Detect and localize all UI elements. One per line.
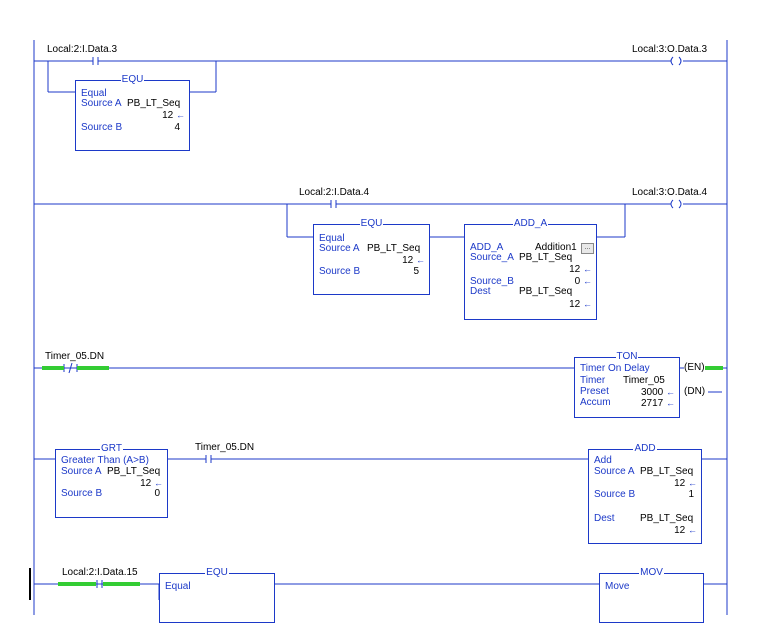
value-arrow-icon: ← [583, 264, 592, 274]
instruction-title: EQU [120, 74, 145, 85]
source-a-value: 12 ← [402, 255, 425, 266]
energized-wire [42, 366, 64, 370]
instruction-title: EQU [359, 218, 384, 229]
instruction-title: ADD_A [512, 218, 549, 229]
instruction-title: MOV [639, 567, 664, 578]
contact-tag[interactable]: Local:2:I.Data.15 [62, 567, 138, 578]
instance-value[interactable]: Addition1 [535, 242, 577, 253]
contact-tag[interactable]: Timer_05.DN [195, 442, 255, 453]
source-b-value[interactable]: 4 [174, 122, 180, 133]
dest-tag[interactable]: PB_LT_Seq [519, 286, 573, 297]
value-arrow-icon: ← [583, 276, 592, 286]
source-b-label: Source B [81, 122, 123, 133]
source-b-value[interactable]: 1 [688, 489, 694, 500]
source-a-tag[interactable]: PB_LT_Seq [519, 252, 573, 263]
accum-label: Accum [580, 397, 611, 408]
source-a-label: Source_A [470, 252, 514, 263]
equ-instruction[interactable]: EQU Equal [159, 567, 275, 623]
en-output-coil: (EN) [684, 362, 705, 374]
instruction-title: ADD [633, 443, 657, 454]
dest-value: 12 ← [674, 525, 697, 536]
instruction-desc: Timer On Delay [580, 363, 650, 374]
instruction-title: EQU [205, 567, 229, 578]
preset-label: Preset [580, 386, 609, 397]
coil-tag[interactable]: Local:3:O.Data.3 [632, 44, 708, 55]
contact-tag[interactable]: Local:2:I.Data.4 [299, 187, 370, 198]
rung-1 [34, 56, 727, 93]
energized-wire [103, 582, 140, 586]
source-a-value: 12 ← [140, 478, 163, 489]
source-a-label: Source A [319, 243, 360, 254]
mov-instruction[interactable]: MOV Move [599, 567, 704, 623]
contact-tag[interactable]: Local:2:I.Data.3 [47, 44, 118, 55]
source-a-value: 12 ← [674, 478, 697, 489]
source-a-tag[interactable]: PB_LT_Seq [107, 466, 161, 477]
instruction-desc: Add [594, 455, 612, 466]
value-arrow-icon: ← [688, 478, 697, 488]
source-b-value[interactable]: 0 [154, 488, 160, 499]
instruction-title: GRT [100, 443, 123, 454]
source-a-label: Source A [61, 466, 102, 477]
grt-instruction[interactable]: GRT Greater Than (A>B) Source A PB_LT_Se… [55, 443, 168, 518]
add-instruction[interactable]: ADD Add Source A PB_LT_Seq 12 ← Source B… [588, 443, 702, 544]
source-b-label: Source B [594, 489, 636, 500]
instruction-desc: Equal [165, 581, 191, 592]
source-b-label: Source B [61, 488, 103, 499]
dest-tag[interactable]: PB_LT_Seq [640, 513, 694, 524]
value-arrow-icon: ← [583, 299, 592, 309]
instruction-desc: Greater Than (A>B) [61, 455, 149, 466]
instance-label: ADD_A [470, 242, 504, 253]
equ-instruction[interactable]: EQU Equal Source A PB_LT_Seq 12 ← Source… [75, 74, 190, 151]
preset-value[interactable]: 3000 ← [640, 387, 675, 398]
instruction-desc: Move [605, 581, 630, 592]
value-arrow-icon: ← [688, 525, 697, 535]
source-b-label: Source B [319, 266, 361, 277]
rung-2 [34, 199, 727, 238]
value-arrow-icon: ← [666, 387, 675, 397]
value-arrow-icon: ← [666, 398, 675, 408]
source-a-value: 12 ← [162, 110, 185, 121]
timer-label: Timer [580, 375, 606, 386]
value-arrow-icon: ← [176, 110, 185, 120]
source-b-label: Source_B [470, 276, 514, 287]
source-b-value: 0 ← [574, 276, 592, 287]
ton-instruction[interactable]: TON Timer On Delay Timer Timer_05 Preset… [574, 351, 680, 418]
source-b-value[interactable]: 5 [413, 266, 419, 277]
instruction-desc: Equal [81, 88, 107, 99]
energized-wire [705, 366, 723, 370]
dest-value: 12 ← [569, 299, 592, 310]
contact-tag[interactable]: Timer_05.DN [45, 351, 105, 362]
value-arrow-icon: ← [154, 478, 163, 488]
source-a-label: Source A [81, 98, 122, 109]
dest-label: Dest [470, 286, 491, 297]
instruction-title: TON [615, 351, 639, 362]
equ-instruction[interactable]: EQU Equal Source A PB_LT_Seq 12 ← Source… [313, 218, 430, 295]
source-a-tag[interactable]: PB_LT_Seq [367, 243, 421, 254]
value-arrow-icon: ← [416, 255, 425, 265]
coil-tag[interactable]: Local:3:O.Data.4 [632, 187, 708, 198]
source-a-label: Source A [594, 466, 635, 477]
dest-label: Dest [594, 513, 615, 524]
browse-ellipsis-icon[interactable]: ... [581, 243, 594, 254]
source-a-tag[interactable]: PB_LT_Seq [640, 466, 694, 477]
dn-output-coil: (DN) [684, 386, 706, 398]
energized-wire [58, 582, 96, 586]
accum-value: 2717 ← [640, 398, 675, 409]
source-a-value: 12 ← [569, 264, 592, 275]
add-instruction[interactable]: ADD_A ADD_A Addition1 ... Source_A PB_LT… [464, 218, 597, 320]
timer-value[interactable]: Timer_05 [623, 375, 665, 386]
energized-wire [77, 366, 109, 370]
instruction-desc: Equal [319, 233, 345, 244]
rung-4 [34, 455, 727, 463]
source-a-tag[interactable]: PB_LT_Seq [127, 98, 181, 109]
